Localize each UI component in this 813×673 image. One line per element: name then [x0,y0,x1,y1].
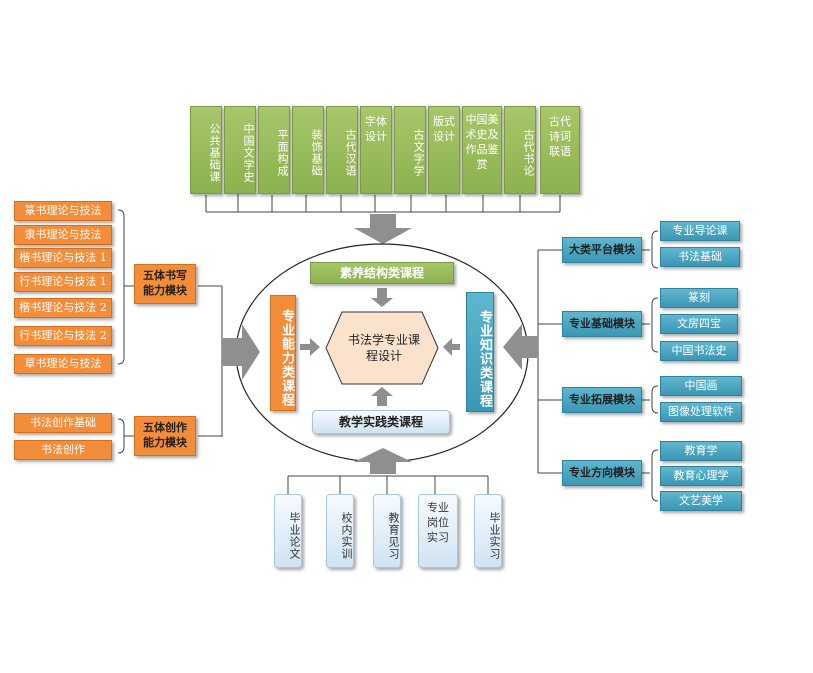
center-left-category: 专业能力类课程 [270,295,296,411]
inner-arrow-right [443,338,460,356]
right-module-2: 专业基础模块 [562,311,642,337]
right-item-6: 中国画 [660,376,742,396]
left-module-1: 五体书写能力模块 [134,264,196,304]
top-course-5: 古代汉语 [326,106,358,194]
top-course-2: 中国文学史 [224,106,256,194]
left-item-7: 草书理论与技法 [14,354,112,374]
right-module-1: 大类平台模块 [562,237,642,263]
center-right-category: 专业知识类课程 [466,292,494,412]
bottom-course-3: 教育见习 [373,494,401,568]
left-item-3: 楷书理论与技法 1 [14,248,112,268]
right-item-2: 书法基础 [660,247,740,267]
center-top-category: 素养结构类课程 [310,262,454,284]
inner-arrow-bottom [371,387,393,406]
left-arrow [222,324,260,380]
top-course-6: 字体设计 [360,106,392,194]
left-item-1: 篆书理论与技法 [14,201,112,221]
right-module-4: 专业方向模块 [562,460,642,486]
top-course-7: 古文字学 [394,106,426,194]
top-arrow [354,214,412,244]
top-course-10: 古代书论 [504,106,536,194]
right-item-1: 专业导论课 [660,221,740,241]
left-item-2: 隶书理论与技法 [14,225,112,245]
center-bottom-category: 教学实践类课程 [312,410,450,434]
top-course-11-text: 古代诗词联语 [549,115,571,158]
bottom-course-4-text: 专业岗位实习 [427,501,449,544]
left-item-9: 书法创作 [14,440,112,460]
inner-arrow-left [300,338,320,356]
top-course-6-text: 字体设计 [365,115,387,143]
top-course-4: 装饰基础 [292,106,324,194]
left-item-8: 书法创作基础 [14,413,112,433]
right-module-3: 专业拓展模块 [562,387,642,413]
right-item-7: 图像处理软件 [660,402,742,422]
top-course-11: 古代诗词联语 [540,106,580,194]
right-item-10: 文艺美学 [660,491,742,511]
left-module-2: 五体创作能力模块 [134,416,196,456]
right-item-4: 文房四宝 [660,314,738,334]
top-course-1: 公共基础课 [190,106,222,194]
bottom-arrow [354,448,412,474]
bottom-course-4: 专业岗位实习 [418,494,458,568]
bottom-course-2: 校内实训 [326,494,354,568]
core-title: 书法学专业课程设计 [347,332,420,363]
bottom-course-5: 毕业实习 [474,494,502,568]
core-hexagon [325,311,439,385]
inner-arrow-top [371,288,393,307]
top-course-8-text: 版式设计 [433,115,455,143]
left-item-4: 行书理论与技法 1 [14,272,112,292]
left-item-6: 行书理论与技法 2 [14,326,112,346]
right-item-5: 中国书法史 [660,341,738,361]
left-item-5: 楷书理论与技法 2 [14,298,112,318]
top-course-3: 平面构成 [258,106,290,194]
right-arrow [503,324,538,370]
bottom-course-1: 毕业论文 [274,494,302,568]
right-item-8: 教育学 [660,441,742,461]
top-course-8: 版式设计 [428,106,460,194]
right-item-3: 篆刻 [660,288,738,308]
right-item-9: 教育心理学 [660,466,742,486]
top-course-9: 中国美术史及作品鉴赏 [462,106,502,194]
top-course-9-text: 中国美术史及作品鉴赏 [465,113,499,171]
